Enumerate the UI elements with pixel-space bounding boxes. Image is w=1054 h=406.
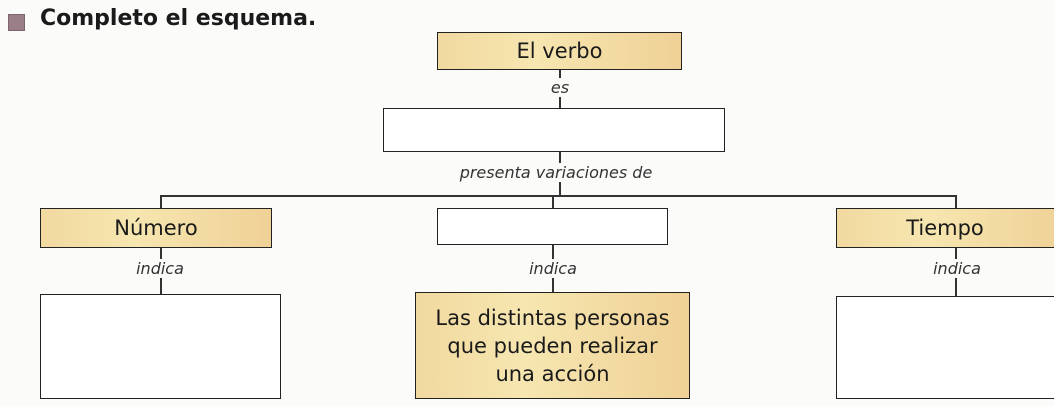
link-indica: indica: [930, 259, 984, 278]
connector: [955, 195, 957, 208]
branch-line: [160, 195, 956, 197]
connector: [552, 195, 554, 208]
answer-box-persona: Las distintas personas que pueden realiz…: [415, 292, 690, 399]
branch-label: Tiempo: [906, 216, 984, 240]
branch-box-persona[interactable]: [437, 208, 668, 245]
answer-value: Las distintas personas que pueden realiz…: [435, 305, 670, 386]
link-variations: presenta variaciones de: [456, 163, 656, 182]
branch-box-tiempo: Tiempo: [836, 208, 1054, 248]
link-indica: indica: [133, 259, 187, 278]
branch-label: Número: [114, 216, 198, 240]
link-es: es: [547, 78, 573, 97]
link-indica: indica: [526, 259, 580, 278]
definition-box[interactable]: [383, 108, 725, 152]
root-box: El verbo: [437, 32, 682, 70]
connector: [160, 195, 162, 208]
branch-box-numero: Número: [40, 208, 272, 248]
square-bullet-icon: [8, 14, 25, 31]
answer-box-numero[interactable]: [40, 294, 281, 399]
answer-box-tiempo[interactable]: [836, 296, 1054, 399]
root-label: El verbo: [516, 39, 603, 63]
instruction-title: Completo el esquema.: [40, 6, 317, 31]
